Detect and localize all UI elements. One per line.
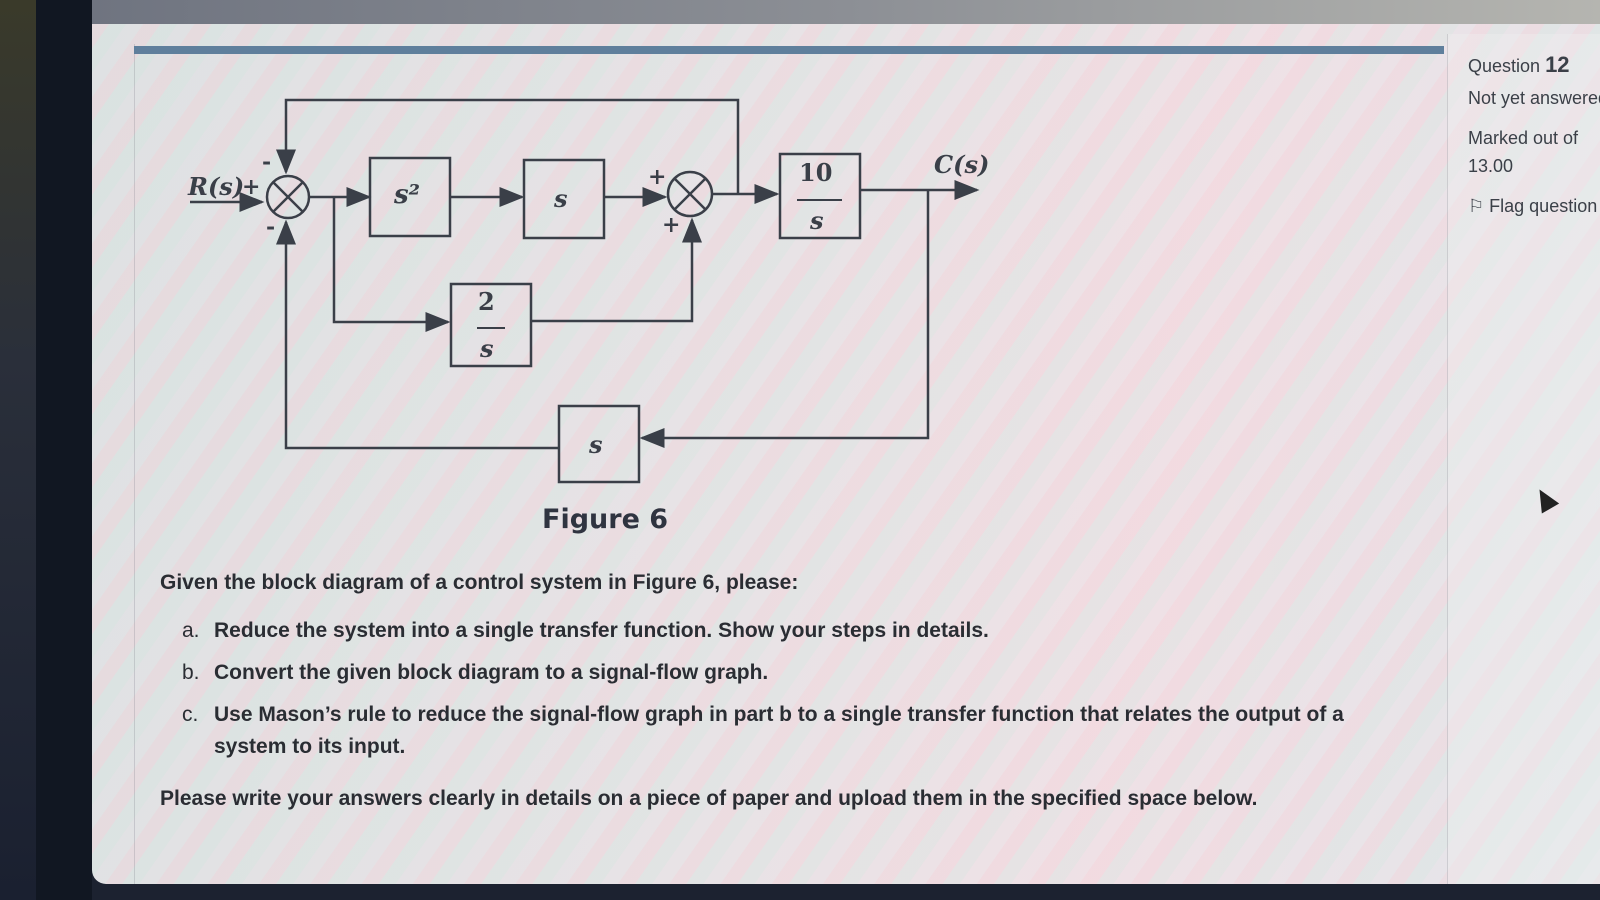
- block-s-squared-label: s²: [394, 180, 421, 210]
- flag-question-link[interactable]: ⚐ Flag question: [1468, 196, 1597, 217]
- block-s: [522, 158, 606, 240]
- marked-value: 13.00: [1468, 156, 1514, 176]
- question-text: Given the block diagram of a control sys…: [160, 571, 1400, 811]
- question-items: a. Reduce the system into a single trans…: [182, 615, 1400, 763]
- question-item-a: a. Reduce the system into a single trans…: [182, 615, 1400, 647]
- item-text: Convert the given block diagram to a sig…: [214, 661, 769, 684]
- question-label: Question: [1468, 56, 1541, 76]
- question-footer: Please write your answers clearly in det…: [160, 787, 1258, 810]
- monitor-bezel: [36, 0, 92, 900]
- question-number-row: Question 12: [1468, 52, 1570, 78]
- item-marker: a.: [182, 619, 200, 642]
- quiz-screen: R(s) C(s) + - - + + s² s 2 s 10 s s Figu…: [92, 24, 1600, 884]
- sum1-top-sign: -: [262, 149, 272, 175]
- question-top-bar: [134, 46, 1444, 54]
- desk-background: [0, 0, 36, 900]
- sum2-bottom-sign: +: [662, 212, 681, 238]
- marked-label: Marked out of: [1468, 128, 1579, 148]
- block-10-over-s: [778, 152, 862, 240]
- question-content: [134, 44, 1445, 884]
- item-text: Use Mason’s rule to reduce the signal-fl…: [214, 703, 1344, 758]
- question-info-panel: Question 12 Not yet answered Marked out …: [1447, 34, 1600, 884]
- sum1-bottom-sign: -: [266, 214, 276, 240]
- item-text: Reduce the system into a single transfer…: [214, 619, 989, 642]
- item-marker: c.: [182, 703, 199, 726]
- question-item-c: c. Use Mason’s rule to reduce the signal…: [182, 699, 1400, 763]
- block-2-over-s: [449, 282, 533, 368]
- block-2-over-s-denominator: s: [480, 334, 494, 363]
- input-label: R(s): [188, 172, 245, 201]
- sum1-plus-sign: +: [242, 174, 261, 200]
- block-10-over-s-denominator: s: [810, 206, 824, 235]
- block-feedback-s: [557, 404, 641, 484]
- sum2-top-sign: +: [648, 164, 667, 190]
- block-2-over-s-numerator: 2: [478, 287, 495, 316]
- block-diagram: [190, 98, 980, 484]
- question-intro: Given the block diagram of a control sys…: [160, 571, 799, 594]
- flag-label: Flag question: [1489, 196, 1598, 216]
- browser-top-strip: [92, 0, 1600, 26]
- flag-icon: ⚐: [1468, 196, 1485, 216]
- block-feedback-s-label: s: [589, 430, 603, 459]
- answer-status: Not yet answered: [1468, 88, 1600, 108]
- output-label: C(s): [934, 150, 990, 179]
- block-s-label: s: [554, 184, 568, 213]
- question-item-b: b. Convert the given block diagram to a …: [182, 657, 1400, 689]
- question-number: 12: [1545, 52, 1570, 77]
- figure-caption: Figure 6: [542, 504, 669, 535]
- item-marker: b.: [182, 661, 200, 684]
- block-10-over-s-numerator: 10: [799, 158, 833, 187]
